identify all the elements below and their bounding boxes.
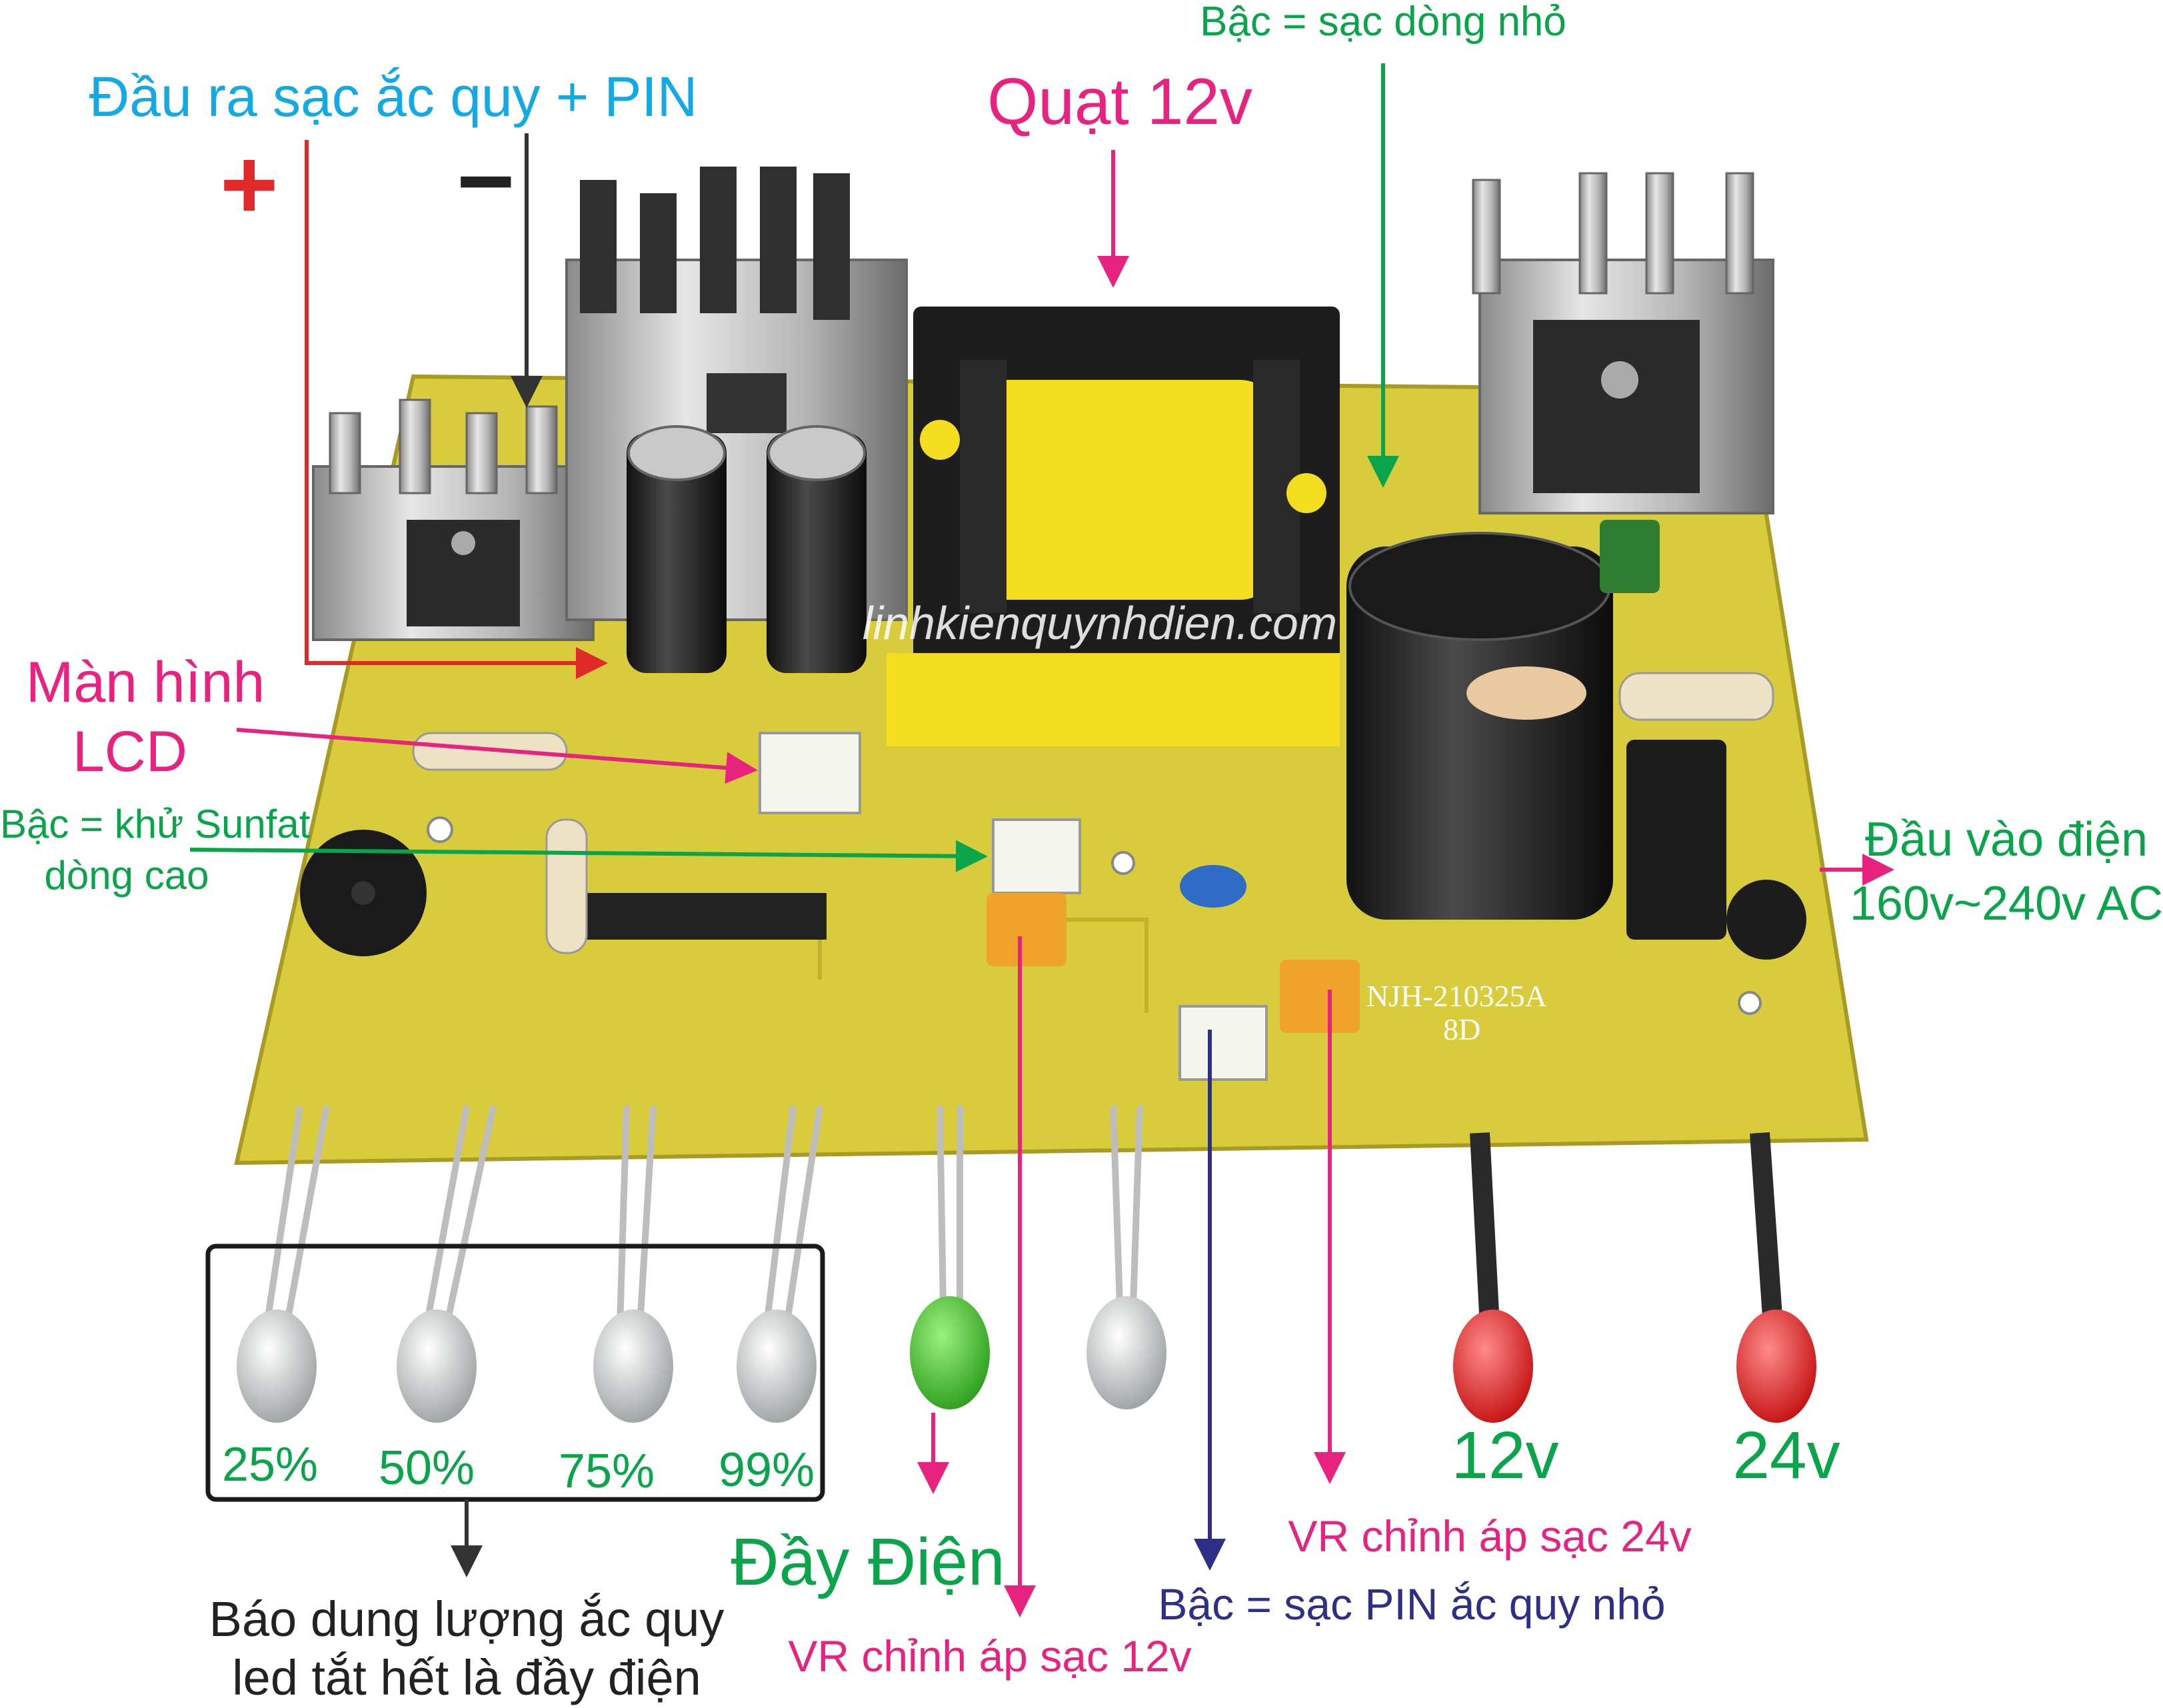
pcb-model-line1: NJH-210325A [1366, 979, 1547, 1013]
vr-12v-label: VR chỉnh áp sạc 12v [788, 1631, 1192, 1681]
full-charge-label: Đầy Điện [731, 1525, 1005, 1599]
plus-output-arrow [305, 140, 608, 679]
sunfat-label-line1: Bậc = khử Sunfat [0, 802, 311, 846]
sunfat-arrow [189, 840, 988, 872]
led-99 [737, 1309, 817, 1423]
led-12v-label: 12v [1451, 1418, 1559, 1493]
vr-24v-label: VR chỉnh áp sạc 24v [1288, 1511, 1692, 1561]
led-24v-label: 24v [1732, 1418, 1840, 1493]
sunfat-label-line2: dòng cao [44, 853, 209, 898]
capacity-75-label: 75% [558, 1445, 655, 1498]
lcd-arrow [236, 728, 758, 784]
watermark: linhkienquynhdien.com [862, 597, 1338, 649]
led-spare [1086, 1296, 1166, 1409]
resistors [412, 672, 1774, 1033]
capacity-50-label: 50% [378, 1441, 475, 1495]
ac-input-label-line1: Đầu vào điện [1864, 813, 2148, 866]
led-50 [397, 1309, 477, 1423]
led-75 [593, 1309, 673, 1423]
led-25 [237, 1309, 317, 1423]
bridge-rectifier [1466, 520, 1806, 960]
plus-sign: + [220, 128, 279, 240]
buzzer [300, 830, 427, 956]
heatsink-left-small [312, 399, 595, 641]
capacity-99-label: 99% [718, 1443, 815, 1497]
ac-input-label-line2: 160v~240v AC [1849, 877, 2163, 930]
lcd-label-line2: LCD [72, 720, 188, 784]
lcd-label-line1: Màn hình [25, 650, 265, 714]
transformer [887, 307, 1340, 746]
fan-label: Quạt 12v [987, 65, 1252, 138]
connectors [573, 732, 1268, 1081]
status-leds [237, 1105, 1816, 1423]
led-12v [1453, 1309, 1533, 1423]
capacity-25-label: 25% [221, 1438, 319, 1491]
small-current-jumper-label: Bậc = sạc dòng nhỏ [1200, 0, 1566, 45]
bulk-capacitor [1346, 532, 1613, 920]
minus-sign: − [457, 125, 515, 237]
led-24v [1736, 1309, 1816, 1423]
heatsink-right [1472, 172, 1774, 514]
capacity-label-line2: led tắt hết là đầy điện [232, 1650, 701, 1705]
output-terminal-label: Đầu ra sạc ắc quy + PIN [89, 65, 698, 128]
led-full [910, 1296, 990, 1409]
pcb-model-line2: 8D [1443, 1012, 1481, 1046]
capacity-label-line1: Báo dung lượng ắc quy [209, 1591, 725, 1647]
output-capacitors [627, 425, 867, 673]
small-battery-jumper-label: Bậc = sạc PIN ắc quy nhỏ [1158, 1579, 1666, 1629]
annotation-arrows [189, 63, 1894, 1617]
capacity-leds-box [205, 1244, 825, 1502]
